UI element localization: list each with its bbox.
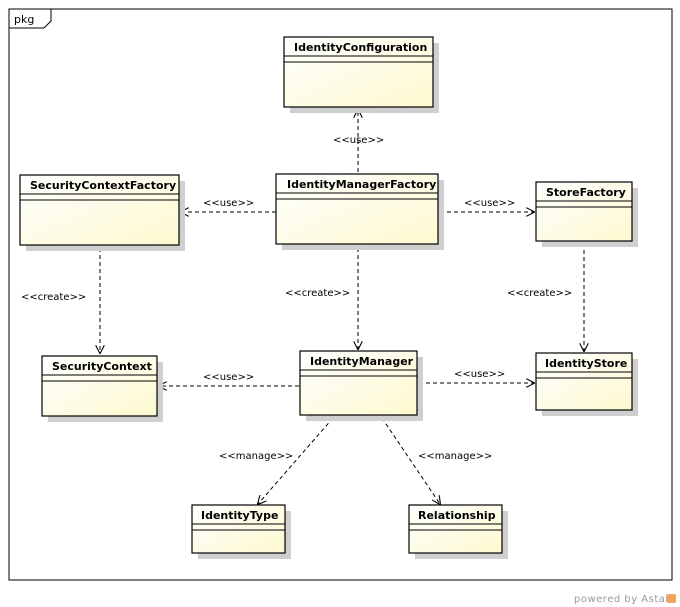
class-identity-configuration[interactable]: IdentityConfiguration <box>283 36 439 113</box>
dependency-label-use: <<use>> <box>203 198 254 209</box>
dependency-label-manage: <<manage>> <box>418 451 492 462</box>
dependency-manager-uses-identity-store[interactable]: <<use>> <box>419 369 534 383</box>
dependency-factory-uses-configuration[interactable]: <<use>> <box>333 110 384 172</box>
package-frame: pkg <box>8 8 673 581</box>
class-name: Relationship <box>418 509 496 522</box>
class-store-factory[interactable]: StoreFactory <box>535 181 638 247</box>
dependency-manager-manages-identity-type[interactable]: <<manage>> <box>219 417 334 504</box>
astah-logo-icon <box>667 594 676 603</box>
package-label: pkg <box>14 13 34 26</box>
class-identity-manager-factory[interactable]: IdentityManagerFactory <box>275 173 444 250</box>
dependency-label-manage: <<manage>> <box>219 451 293 462</box>
class-identity-store[interactable]: IdentityStore <box>535 352 638 416</box>
dependency-label-create: <<create>> <box>507 288 572 299</box>
dependency-factory-creates-identity-manager[interactable]: <<create>> <box>285 248 358 349</box>
dependency-label-use: <<use>> <box>203 372 254 383</box>
dependency-label-use: <<use>> <box>333 135 384 146</box>
dependency-label-create: <<create>> <box>21 292 86 303</box>
dependency-label-create: <<create>> <box>285 288 350 299</box>
class-identity-type[interactable]: IdentityType <box>191 504 291 559</box>
class-name: SecurityContext <box>52 360 152 373</box>
dependency-label-use: <<use>> <box>464 198 515 209</box>
class-name: IdentityConfiguration <box>294 41 427 54</box>
class-security-context[interactable]: SecurityContext <box>41 355 163 422</box>
class-name: SecurityContextFactory <box>30 179 176 192</box>
dependency-security-context-factory-creates-context[interactable]: <<create>> <box>21 248 100 353</box>
class-name: StoreFactory <box>546 186 626 199</box>
dependency-store-factory-creates-identity-store[interactable]: <<create>> <box>507 243 584 351</box>
watermark-text: powered by Astah <box>574 594 672 605</box>
class-name: IdentityType <box>201 509 278 522</box>
dependency-factory-uses-store-factory[interactable]: <<use>> <box>440 198 534 212</box>
class-name: IdentityManager <box>310 355 414 368</box>
class-security-context-factory[interactable]: SecurityContextFactory <box>19 174 185 251</box>
dependency-manager-manages-relationship[interactable]: <<manage>> <box>381 417 492 504</box>
dependency-manager-uses-security-context[interactable]: <<use>> <box>159 372 299 386</box>
class-name: IdentityManagerFactory <box>287 178 436 191</box>
dependency-factory-uses-security-context-factory[interactable]: <<use>> <box>181 198 276 212</box>
astah-watermark: powered by Astah <box>574 594 676 605</box>
dependency-label-use: <<use>> <box>454 369 505 380</box>
class-name: IdentityStore <box>545 357 627 370</box>
class-relationship[interactable]: Relationship <box>408 504 508 559</box>
class-identity-manager[interactable]: IdentityManager <box>299 350 423 421</box>
